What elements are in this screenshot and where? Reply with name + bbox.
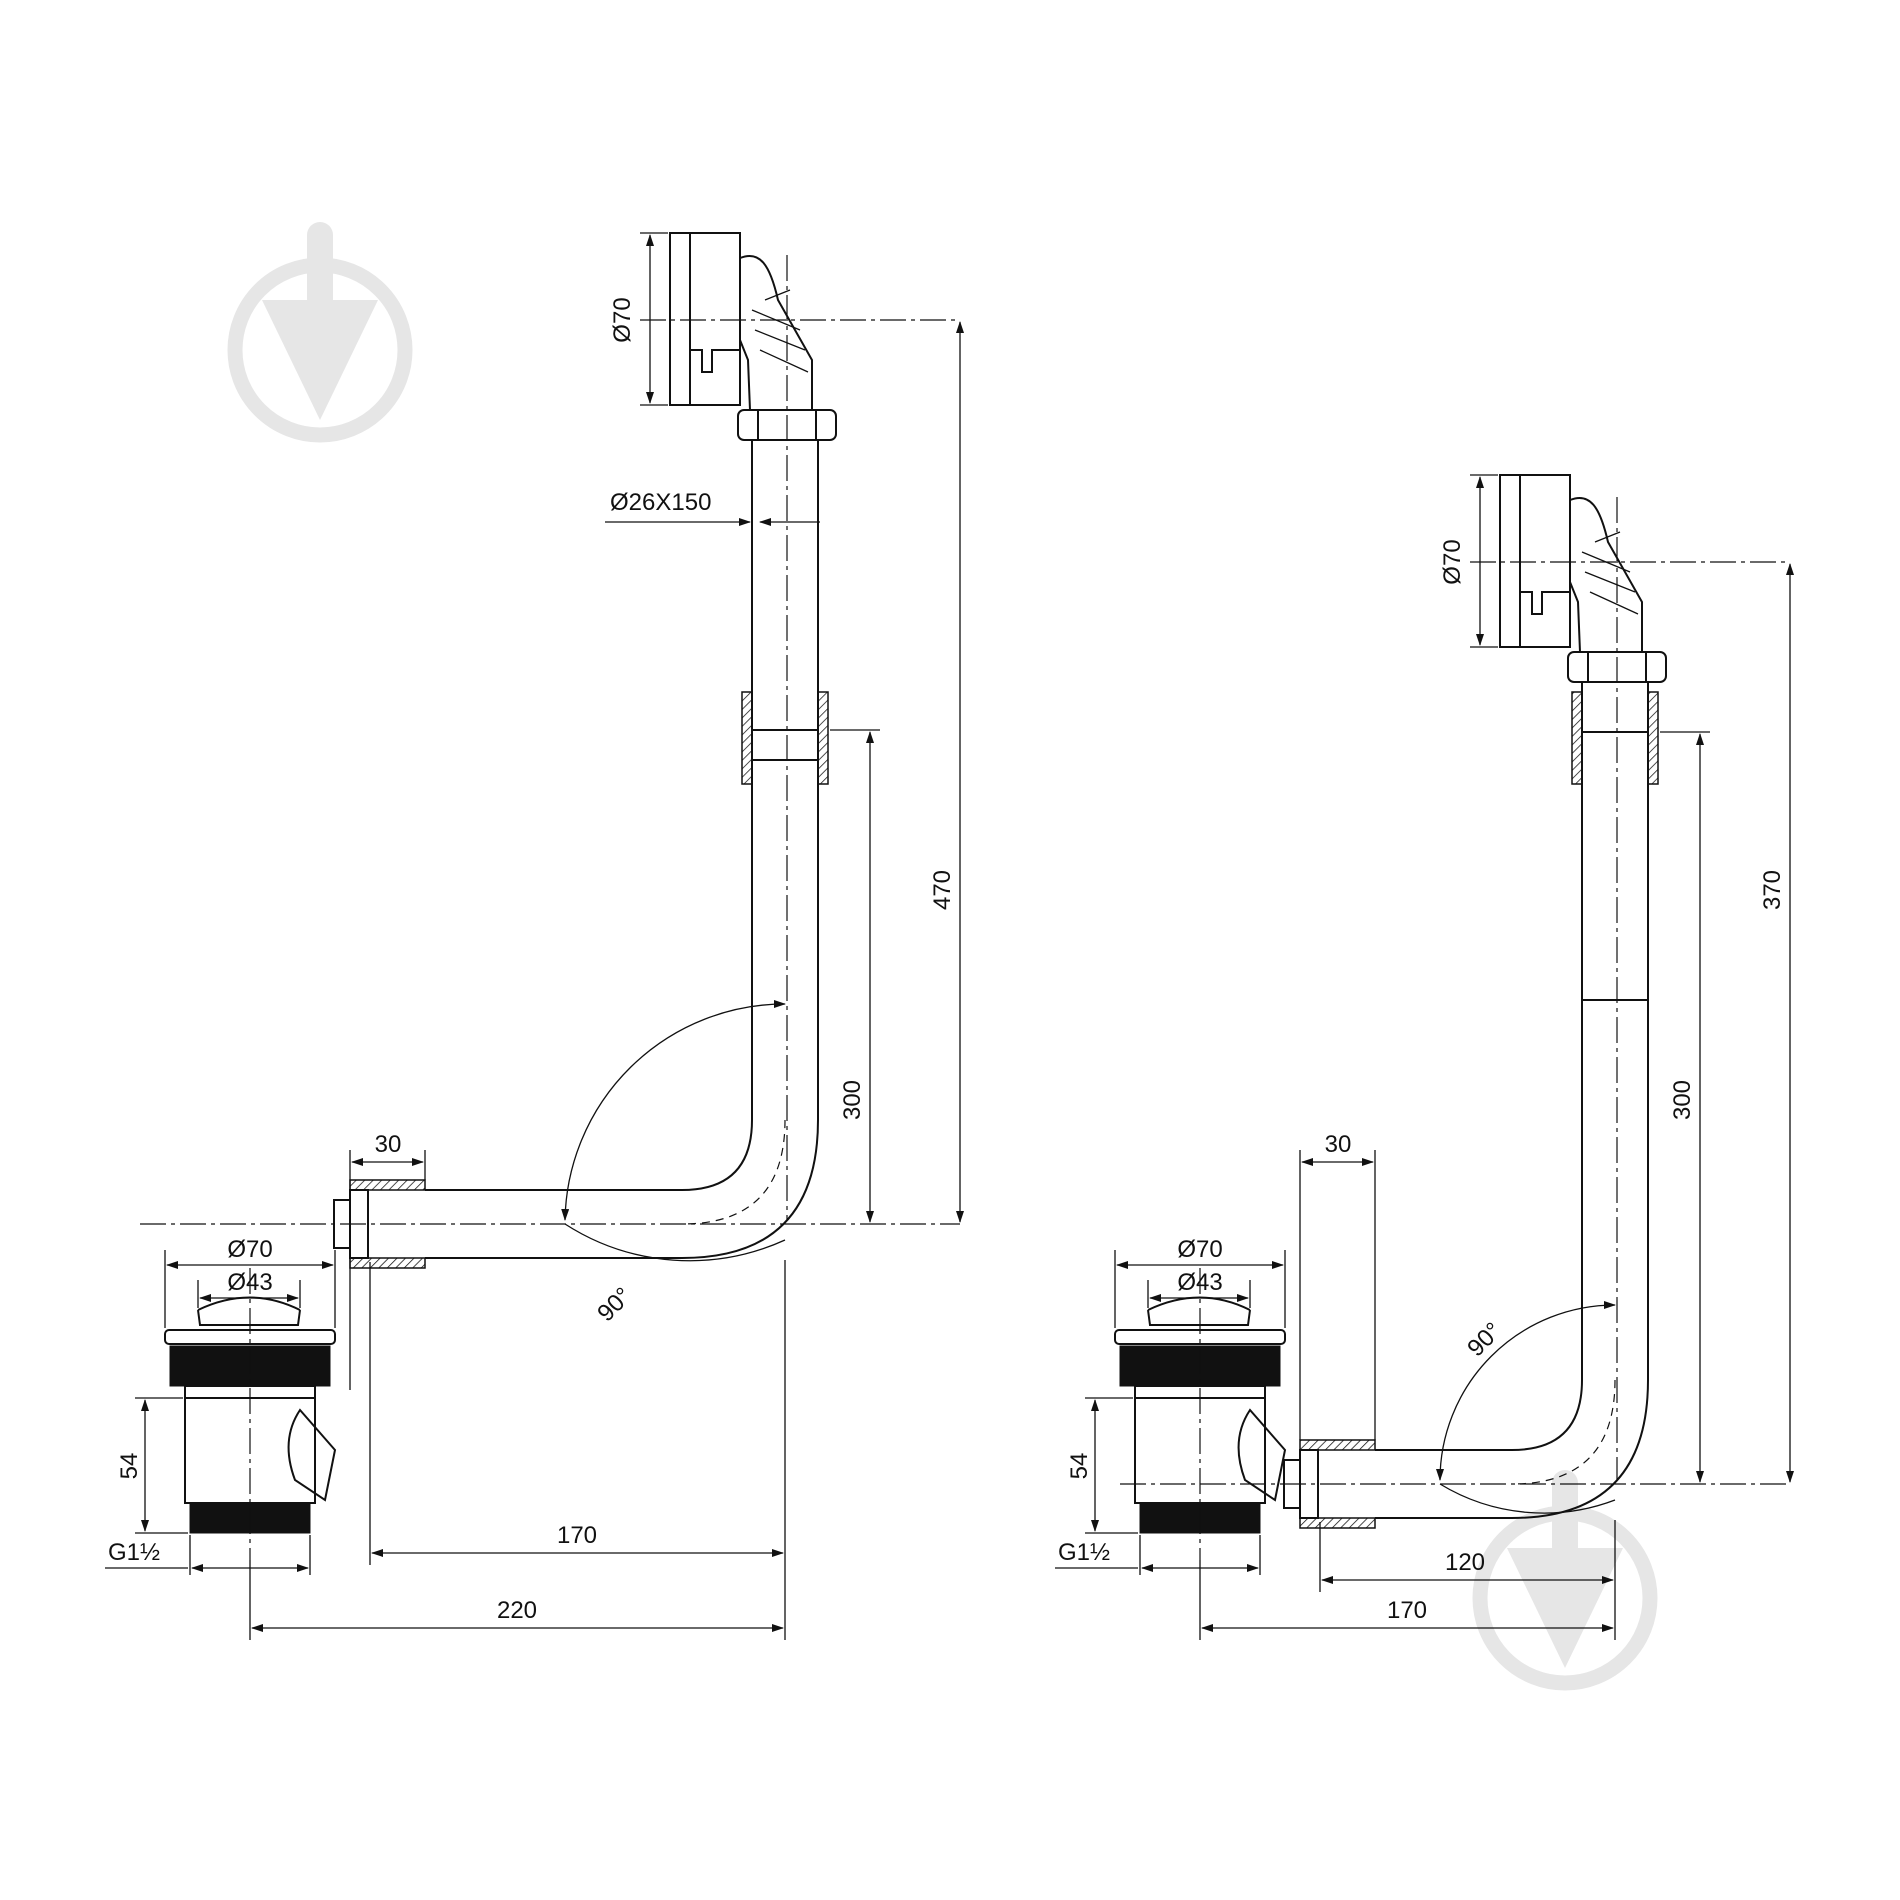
dim-offset: 30 [1299, 1131, 1376, 1440]
label-total-width: 170 [1387, 1597, 1427, 1624]
label-thread: G1½ [1058, 1539, 1110, 1566]
watermark-logo-icon [1472, 1470, 1658, 1691]
dim-horizontal-run: 120 [1319, 1520, 1616, 1640]
label-offset: 30 [1325, 1131, 1352, 1158]
dim-thread: G1½ [1055, 1535, 1261, 1575]
label-total-height: 470 [929, 870, 956, 910]
label-body-height: 54 [116, 1453, 143, 1480]
label-total-width: 220 [497, 1597, 537, 1624]
dim-horizontal-run: 170 [369, 1260, 786, 1640]
label-offset: 30 [375, 1131, 402, 1158]
horizontal-pipe [1283, 1439, 1512, 1529]
label-outlet-inner: Ø43 [1177, 1269, 1222, 1296]
dim-pipe-height: 300 [1660, 731, 1710, 1483]
dim-total-height: 370 [1759, 563, 1794, 1483]
left-drawing: Ø70 Ø26X150 470 300 90° Ø70 [105, 232, 964, 1640]
dim-total-width: 220 [249, 1560, 784, 1640]
label-angle: 90° [592, 1282, 637, 1327]
vertical-pipe [1511, 682, 1659, 1519]
label-overflow-diameter: Ø70 [1439, 539, 1466, 584]
dim-angle: 90° [1436, 1301, 1616, 1514]
vertical-pipe [681, 440, 829, 1259]
right-drawing: Ø70 370 300 90° Ø70 Ø43 [1055, 474, 1794, 1640]
dim-total-width: 170 [1199, 1560, 1614, 1640]
dim-offset: 30 [349, 1131, 426, 1390]
label-outlet-outer: Ø70 [227, 1236, 272, 1263]
watermark-logo-icon [227, 222, 413, 443]
label-horizontal-run: 120 [1445, 1549, 1485, 1576]
label-body-height: 54 [1066, 1453, 1093, 1480]
dim-body-height: 54 [116, 1397, 188, 1534]
dim-pipe: Ø26X150 [605, 489, 820, 526]
dim-body-height: 54 [1066, 1397, 1138, 1534]
dim-overflow-diameter: Ø70 [1439, 474, 1498, 648]
label-thread: G1½ [108, 1539, 160, 1566]
label-outlet-inner: Ø43 [227, 1269, 272, 1296]
label-pipe: Ø26X150 [610, 489, 711, 516]
label-pipe-height: 300 [1669, 1080, 1696, 1120]
dim-outlet-inner: Ø43 [197, 1269, 301, 1308]
dim-pipe-height: 300 [830, 729, 880, 1223]
label-pipe-height: 300 [839, 1080, 866, 1120]
dim-total-height: 470 [929, 321, 964, 1223]
dim-outlet-outer: Ø70 [164, 1236, 336, 1328]
label-total-height: 370 [1759, 870, 1786, 910]
label-overflow-diameter: Ø70 [609, 297, 636, 342]
overflow-head [1499, 474, 1667, 683]
label-outlet-outer: Ø70 [1177, 1236, 1222, 1263]
label-angle: 90° [1462, 1317, 1507, 1362]
overflow-head [669, 232, 837, 441]
dim-outlet-outer: Ø70 [1114, 1236, 1286, 1328]
dim-thread: G1½ [105, 1535, 311, 1575]
label-horizontal-run: 170 [557, 1522, 597, 1549]
dim-overflow-diameter: Ø70 [609, 232, 668, 406]
dim-outlet-inner: Ø43 [1147, 1269, 1251, 1308]
